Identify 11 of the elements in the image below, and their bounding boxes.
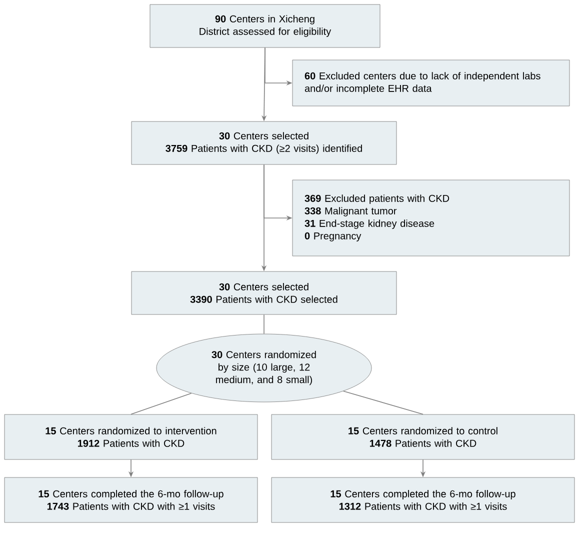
connector-line <box>130 392 192 415</box>
flow-box: 369 Excluded patients with CKD 338 Malignant tumor 31 End-stage kidney disease 0 Pregnancy <box>292 180 570 256</box>
flow-box: 90 Centers in Xicheng District assessed for eligibility <box>150 4 380 48</box>
connector-line <box>342 390 424 415</box>
flow-box: 30 Centers selected 3390 Patients with CKD selected <box>131 271 397 315</box>
flow-box: 15 Centers completed the 6-mo follow-up 1312 Patients with CKD with ≥1 visits <box>271 477 575 523</box>
flow-box: 15 Centers completed the 6-mo follow-up 1743 Patients with CKD with ≥1 visits <box>4 477 258 523</box>
flow-box: 15 Centers randomized to control 1478 Patients with CKD <box>271 414 575 460</box>
flow-box: 15 Centers randomized to intervention 1912 Patients with CKD <box>4 414 258 460</box>
flow-box: 30 Centers selected 3759 Patients with CKD (≥2 visits) identified <box>131 121 397 165</box>
flow-box: 60 Excluded centers due to lack of independent labs and/or incomplete EHR data <box>292 60 570 106</box>
